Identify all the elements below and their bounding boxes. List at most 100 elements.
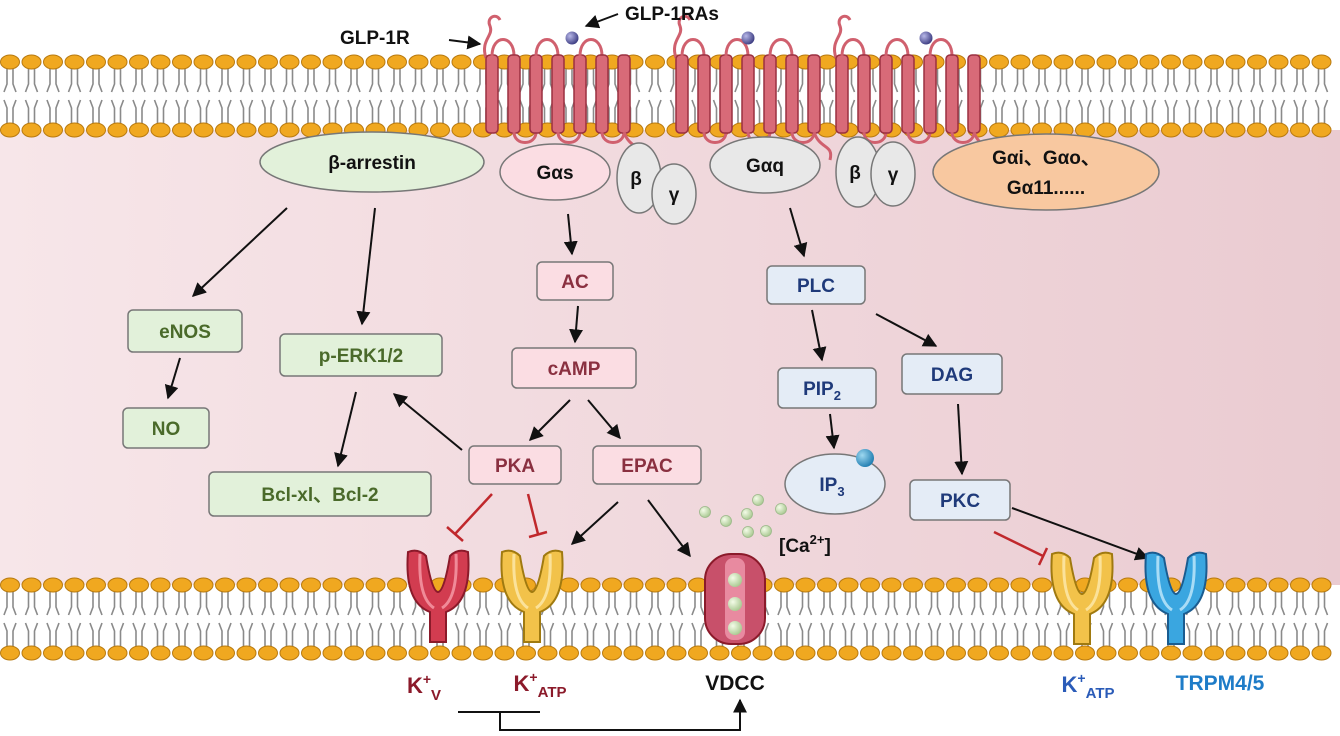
beta-arrestin-node [259, 131, 485, 193]
katp-left-k: K [514, 671, 530, 696]
calcium-ion-icon [720, 515, 732, 527]
membrane-top-lipid [21, 54, 42, 138]
arrow-barrestin-perk [356, 207, 376, 326]
membrane-top-lipid [989, 54, 1009, 138]
membrane-bottom-lipid [860, 577, 880, 661]
membrane-bottom-lipid [172, 577, 192, 661]
arrow-camp-pka [529, 399, 571, 441]
membrane-top-lipid [1118, 54, 1138, 138]
calcium-particles [699, 494, 787, 538]
membrane-bottom-lipid [623, 577, 644, 661]
epac-node [592, 445, 702, 485]
arrow-pka-perk [392, 393, 463, 451]
membrane-top-lipid [1032, 54, 1052, 138]
arrow-epac-vdcc [647, 499, 691, 558]
membrane-top-lipid [1010, 54, 1031, 138]
gai-label-line1: Gαi、Gαo、 [992, 148, 1100, 169]
kv-label: K+V [407, 671, 441, 704]
membrane-top-lipid [1204, 54, 1224, 138]
gai-label-line2: Gα11...... [1007, 178, 1085, 199]
membrane-top-lipid [43, 54, 63, 138]
calcium-superscript: 2+ [810, 532, 825, 547]
gas-node [499, 143, 611, 201]
arrow-plc-dag [875, 313, 938, 347]
arrow-gaq-plc [789, 207, 808, 258]
katp-right-label: K+ATP [1062, 670, 1115, 702]
membrane-top-lipid [1053, 54, 1074, 138]
pka-label: PKA [495, 456, 535, 477]
membrane-bottom-lipid [1290, 577, 1310, 661]
plasma-membrane-top [0, 54, 1332, 138]
arrow-pkc-trpm [1011, 507, 1150, 561]
membrane-bottom-lipid [344, 577, 364, 661]
membrane-bottom-lipid [1311, 577, 1332, 661]
perk-node [279, 333, 443, 377]
plasma-membrane-bottom [0, 577, 1332, 661]
dag-node [901, 353, 1003, 395]
pkc-label: PKC [940, 491, 980, 512]
membrane-top-lipid [150, 54, 171, 138]
membrane-top-lipid [0, 54, 20, 138]
membrane-bottom-lipid [1247, 577, 1267, 661]
membrane-top-lipid [236, 54, 257, 138]
katp-left-label: K+ATP [514, 669, 567, 701]
kv-sup: + [423, 671, 431, 687]
membrane-bottom-lipid [602, 577, 622, 661]
membrane-bottom-lipid [1032, 577, 1052, 661]
membrane-bottom-lipid [1225, 577, 1246, 661]
katp-channel-right-icon [1050, 551, 1114, 645]
membrane-top-lipid [387, 54, 407, 138]
membrane-bottom-lipid [0, 577, 20, 661]
membrane-bottom-lipid [301, 577, 321, 661]
membrane-bottom-lipid [1010, 577, 1031, 661]
membrane-top-lipid [322, 54, 343, 138]
calcium-text: [Ca [779, 536, 810, 557]
beta-arrestin-label: β-arrestin [328, 153, 416, 174]
membrane-bottom-lipid [236, 577, 257, 661]
kv-k: K [407, 673, 423, 698]
membrane-top-lipid [408, 54, 429, 138]
glp1ras-pointer [584, 13, 619, 29]
membrane-top-lipid [107, 54, 128, 138]
membrane-bottom-lipid [86, 577, 106, 661]
katp-right-k: K [1062, 672, 1078, 697]
ip3-phosphate-ball [856, 449, 874, 467]
membrane-bottom-lipid [279, 577, 300, 661]
pip2-subscript: 2 [834, 388, 841, 403]
membrane-bottom-lipid [43, 577, 63, 661]
arrow-ac-camp [569, 305, 584, 344]
pka-node [468, 445, 562, 485]
gas-label: Gαs [536, 163, 573, 184]
glp1r-pointer [448, 35, 482, 50]
membrane-bottom-lipid [817, 577, 837, 661]
membrane-top-lipid [365, 54, 386, 138]
trpm-label: TRPM4/5 [1176, 672, 1265, 695]
enos-node [127, 309, 243, 353]
membrane-bottom-lipid [795, 577, 816, 661]
membrane-top-lipid [1096, 54, 1117, 138]
calcium-ion-icon [775, 503, 787, 515]
inhibit-pkc-katp [993, 530, 1044, 558]
inhibit-pka-katp-bar [528, 530, 548, 539]
membrane-bottom-lipid [924, 577, 945, 661]
arrow-epac-katp [570, 501, 619, 545]
epac-label: EPAC [621, 456, 673, 477]
perk-label: p-ERK1/2 [319, 346, 403, 367]
membrane-bottom-lipid [989, 577, 1009, 661]
arrow-dag-pkc [954, 403, 969, 476]
arrow-perk-bcl [334, 391, 357, 468]
kv-channel-icon [406, 549, 470, 643]
calcium-close: ] [824, 536, 830, 557]
kv-sub: V [431, 687, 441, 704]
arrow-camp-epac [587, 399, 621, 440]
bcl-node [208, 471, 432, 517]
vdcc-label: VDCC [705, 672, 765, 695]
membrane-bottom-lipid [1268, 577, 1289, 661]
feedback-line [458, 700, 740, 731]
calcium-label: [Ca2+] [779, 532, 831, 557]
ip3-subscript: 3 [837, 484, 844, 499]
membrane-bottom-lipid [365, 577, 386, 661]
calcium-ion-icon [760, 525, 772, 537]
pkc-node [909, 479, 1011, 521]
membrane-top-lipid [645, 54, 665, 138]
